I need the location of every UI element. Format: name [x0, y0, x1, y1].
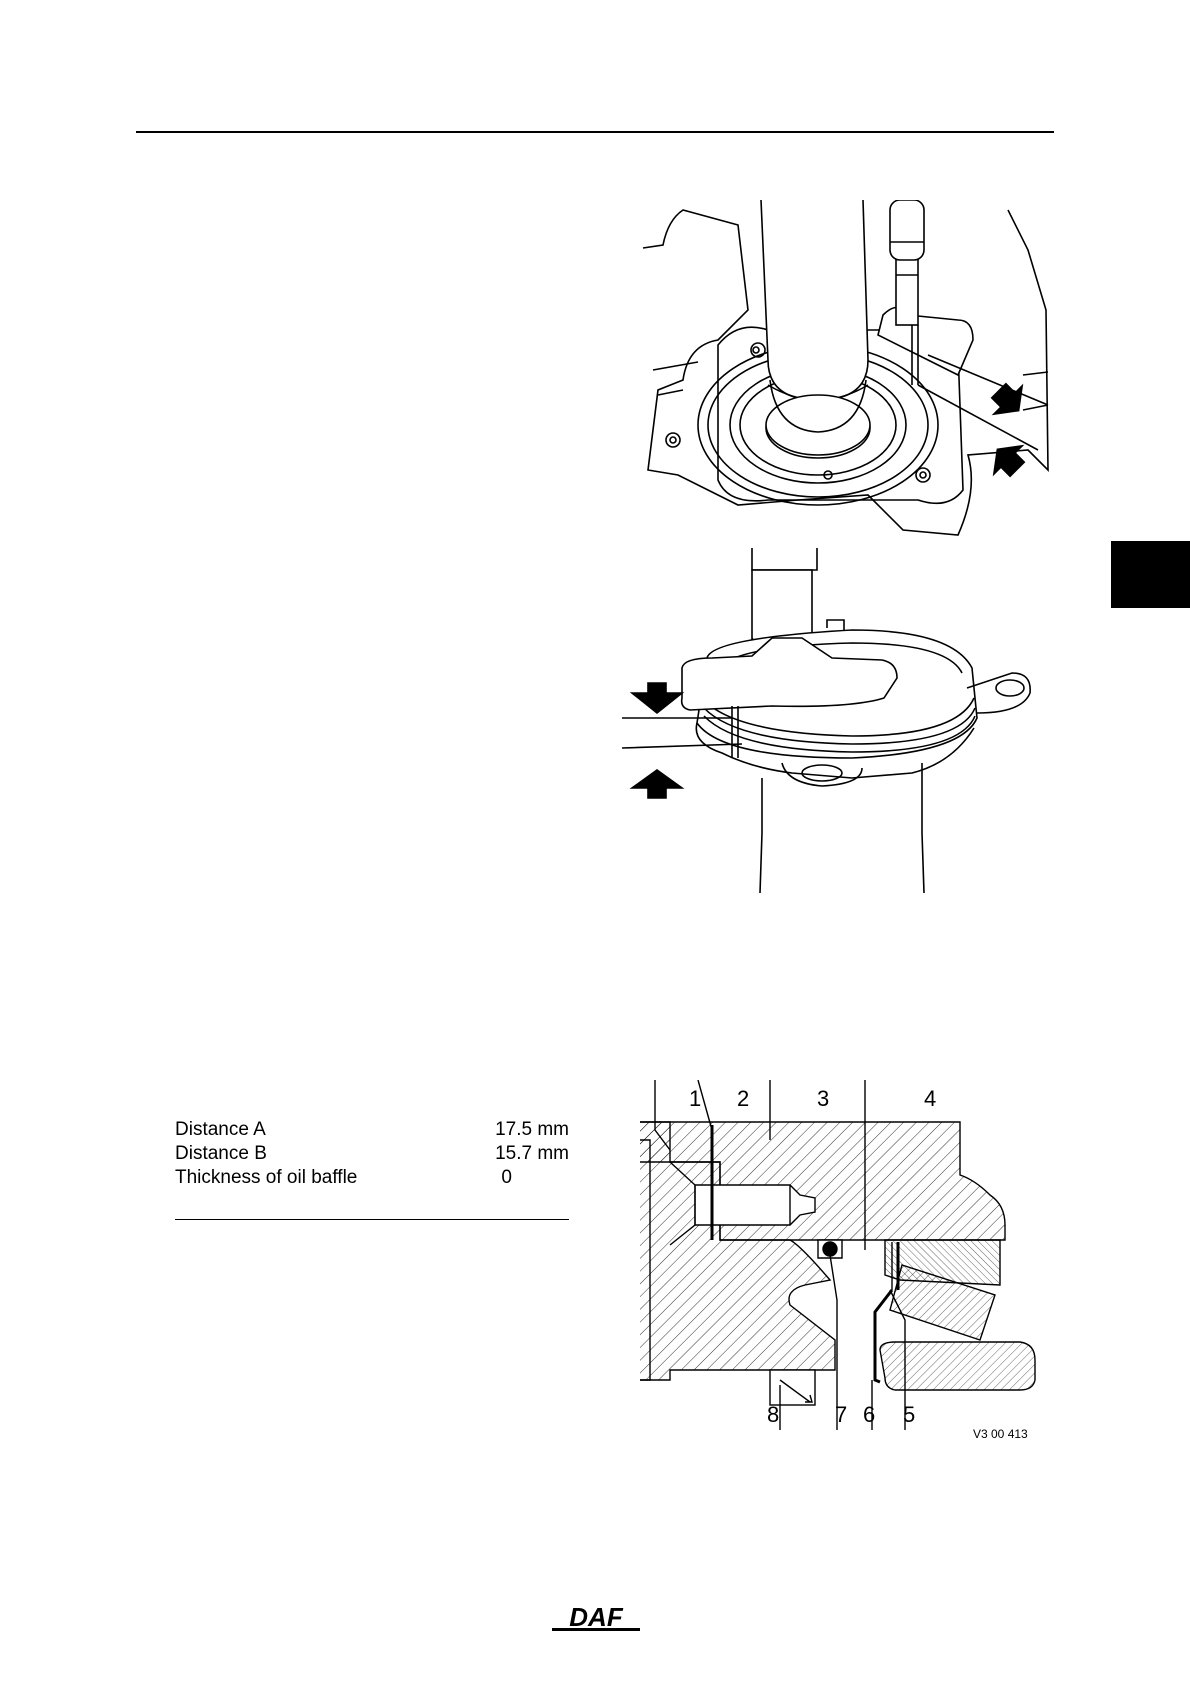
- callout-6: 6: [863, 1404, 875, 1426]
- spec-label: Thickness of oil baffle: [175, 1166, 357, 1190]
- spec-row-distance-a: Distance A 17.5 mm: [175, 1118, 569, 1142]
- spec-row-baffle-thickness: Thickness of oil baffle 0: [175, 1166, 569, 1190]
- spec-value: 17.5 mm: [495, 1118, 569, 1142]
- figure-reference: V3 00 413: [973, 1427, 1028, 1441]
- callout-2: 2: [737, 1088, 749, 1110]
- cross-section-diagram: [640, 1080, 1040, 1450]
- spec-row-distance-b: Distance B 15.7 mm: [175, 1142, 569, 1166]
- header-rule: [136, 131, 1054, 133]
- section-tab-marker: [1111, 541, 1190, 608]
- spec-table-rule: [175, 1219, 569, 1220]
- spec-table: Distance A 17.5 mm Distance B 15.7 mm Th…: [175, 1118, 569, 1190]
- spec-label: Distance B: [175, 1142, 267, 1166]
- spec-value: 0: [501, 1166, 569, 1190]
- spec-label: Distance A: [175, 1118, 266, 1142]
- callout-4: 4: [924, 1088, 936, 1110]
- callout-7: 7: [835, 1404, 847, 1426]
- callout-1: 1: [689, 1088, 701, 1110]
- logo-text: DAF: [569, 1604, 624, 1632]
- measurement-illustration-housing: [628, 200, 1058, 540]
- callout-8: 8: [767, 1404, 779, 1426]
- callout-3: 3: [817, 1088, 829, 1110]
- callout-5: 5: [903, 1404, 915, 1426]
- spec-value: 15.7 mm: [495, 1142, 569, 1166]
- daf-logo: DAF: [550, 1604, 642, 1637]
- measurement-illustration-baffle-ring: [622, 548, 1058, 898]
